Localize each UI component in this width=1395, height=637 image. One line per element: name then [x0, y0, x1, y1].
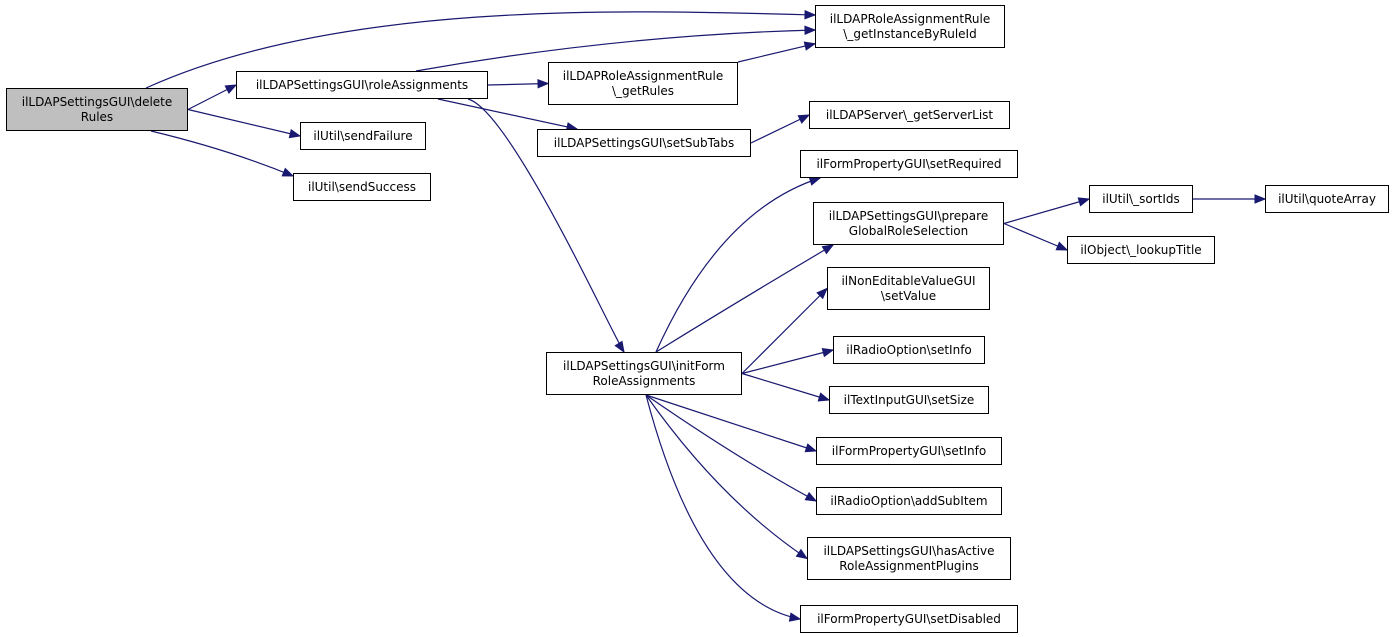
arrowhead-deleteRules-to-roleAssignments	[224, 84, 238, 94]
arrowhead-setSubTabs-to-getServerList	[797, 114, 811, 124]
edge-setSubTabs-to-getServerList	[750, 114, 810, 144]
node-setRequired[interactable]: ilFormPropertyGUI\setRequired	[800, 150, 1018, 178]
node-lookupTitle[interactable]: ilObject\_lookupTitle	[1067, 236, 1215, 264]
node-setSize[interactable]: ilTextInputGUI\setSize	[829, 386, 989, 414]
edge-deleteRules-to-sendSuccess	[150, 130, 294, 177]
node-quoteArray[interactable]: ilUtil\quoteArray	[1265, 185, 1389, 213]
node-setDisabled[interactable]: ilFormPropertyGUI\setDisabled	[800, 605, 1018, 633]
arrowhead-roleAssignments-to-getInstanceByRuleId	[804, 25, 817, 36]
arrowhead-deleteRules-to-getInstanceByRuleId	[804, 9, 817, 20]
arrowhead-initFormRoleAssignments-to-radioSetInfo	[821, 348, 835, 358]
node-deleteRules[interactable]: ilLDAPSettingsGUI\delete Rules	[6, 88, 188, 131]
edge-getRules-to-getInstanceByRuleId	[737, 43, 816, 63]
node-getInstanceByRuleId[interactable]: ilLDAPRoleAssignmentRule \_getInstanceBy…	[815, 5, 1005, 48]
arrowhead-sortIds-to-quoteArray	[1254, 194, 1267, 204]
arrowhead-roleAssignments-to-getRules	[537, 79, 550, 89]
node-hasActivePlugins[interactable]: ilLDAPSettingsGUI\hasActive RoleAssignme…	[807, 537, 1011, 580]
node-setValue[interactable]: ilNonEditableValueGUI \setValue	[827, 267, 990, 310]
arrowhead-initFormRoleAssignments-to-prepareGlobalRoleSelection	[821, 244, 835, 255]
node-addSubItem[interactable]: ilRadioOption\addSubItem	[816, 487, 1002, 515]
arrowhead-initFormRoleAssignments-to-setValue	[816, 287, 828, 300]
edge-initFormRoleAssignments-to-setValue	[741, 288, 828, 374]
edge-roleAssignments-to-initFormRoleAssignments	[467, 98, 625, 353]
edge-prepareGlobalRoleSelection-to-lookupTitle	[1003, 222, 1068, 251]
arrowhead-getRules-to-getInstanceByRuleId	[803, 41, 817, 51]
arrowhead-initFormRoleAssignments-to-setDisabled	[788, 612, 802, 622]
edge-roleAssignments-to-setSubTabs	[437, 98, 578, 130]
arrowhead-initFormRoleAssignments-to-addSubItem	[804, 491, 818, 502]
edge-roleAssignments-to-getInstanceByRuleId	[415, 29, 816, 72]
node-prepareGlobalRoleSelection[interactable]: ilLDAPSettingsGUI\prepare GlobalRoleSele…	[813, 202, 1004, 245]
edge-initFormRoleAssignments-to-hasActivePlugins	[645, 394, 808, 559]
edge-deleteRules-to-sendFailure	[187, 108, 301, 137]
arrowhead-initFormRoleAssignments-to-setSize	[817, 392, 831, 402]
node-getServerList[interactable]: ilLDAPServer\_getServerList	[809, 101, 1010, 129]
arrowhead-initFormRoleAssignments-to-formSetInfo	[804, 443, 818, 453]
edge-initFormRoleAssignments-to-prepareGlobalRoleSelection	[655, 244, 834, 353]
arrowhead-initFormRoleAssignments-to-hasActivePlugins	[795, 548, 809, 560]
node-sendFailure[interactable]: ilUtil\sendFailure	[300, 122, 426, 150]
node-getRules[interactable]: ilLDAPRoleAssignmentRule \_getRules	[548, 62, 738, 105]
edge-deleteRules-to-getInstanceByRuleId	[145, 11, 816, 89]
node-roleAssignments[interactable]: ilLDAPSettingsGUI\roleAssignments	[236, 71, 488, 99]
edge-initFormRoleAssignments-to-radioSetInfo	[741, 349, 834, 375]
edge-initFormRoleAssignments-to-addSubItem	[645, 394, 817, 502]
node-initFormRoleAssignments[interactable]: ilLDAPSettingsGUI\initForm RoleAssignmen…	[546, 352, 742, 395]
edge-prepareGlobalRoleSelection-to-sortIds	[1003, 198, 1090, 225]
arrowhead-deleteRules-to-sendSuccess	[281, 167, 295, 177]
edge-initFormRoleAssignments-to-setSize	[741, 372, 830, 401]
edge-initFormRoleAssignments-to-setRequired	[655, 177, 821, 353]
node-setSubTabs[interactable]: ilLDAPSettingsGUI\setSubTabs	[537, 129, 751, 157]
node-sortIds[interactable]: ilUtil\_sortIds	[1089, 185, 1193, 213]
arrowhead-initFormRoleAssignments-to-setRequired	[808, 176, 822, 186]
node-radioSetInfo[interactable]: ilRadioOption\setInfo	[833, 336, 985, 364]
arrowhead-prepareGlobalRoleSelection-to-sortIds	[1077, 197, 1091, 207]
arrowhead-roleAssignments-to-initFormRoleAssignments	[614, 340, 625, 354]
arrowhead-prepareGlobalRoleSelection-to-lookupTitle	[1055, 241, 1069, 251]
node-formSetInfo[interactable]: ilFormPropertyGUI\setInfo	[816, 437, 1002, 465]
arrowhead-deleteRules-to-sendFailure	[288, 128, 302, 139]
edge-initFormRoleAssignments-to-setDisabled	[645, 394, 801, 620]
edge-initFormRoleAssignments-to-formSetInfo	[645, 394, 817, 452]
node-sendSuccess[interactable]: ilUtil\sendSuccess	[293, 173, 431, 201]
